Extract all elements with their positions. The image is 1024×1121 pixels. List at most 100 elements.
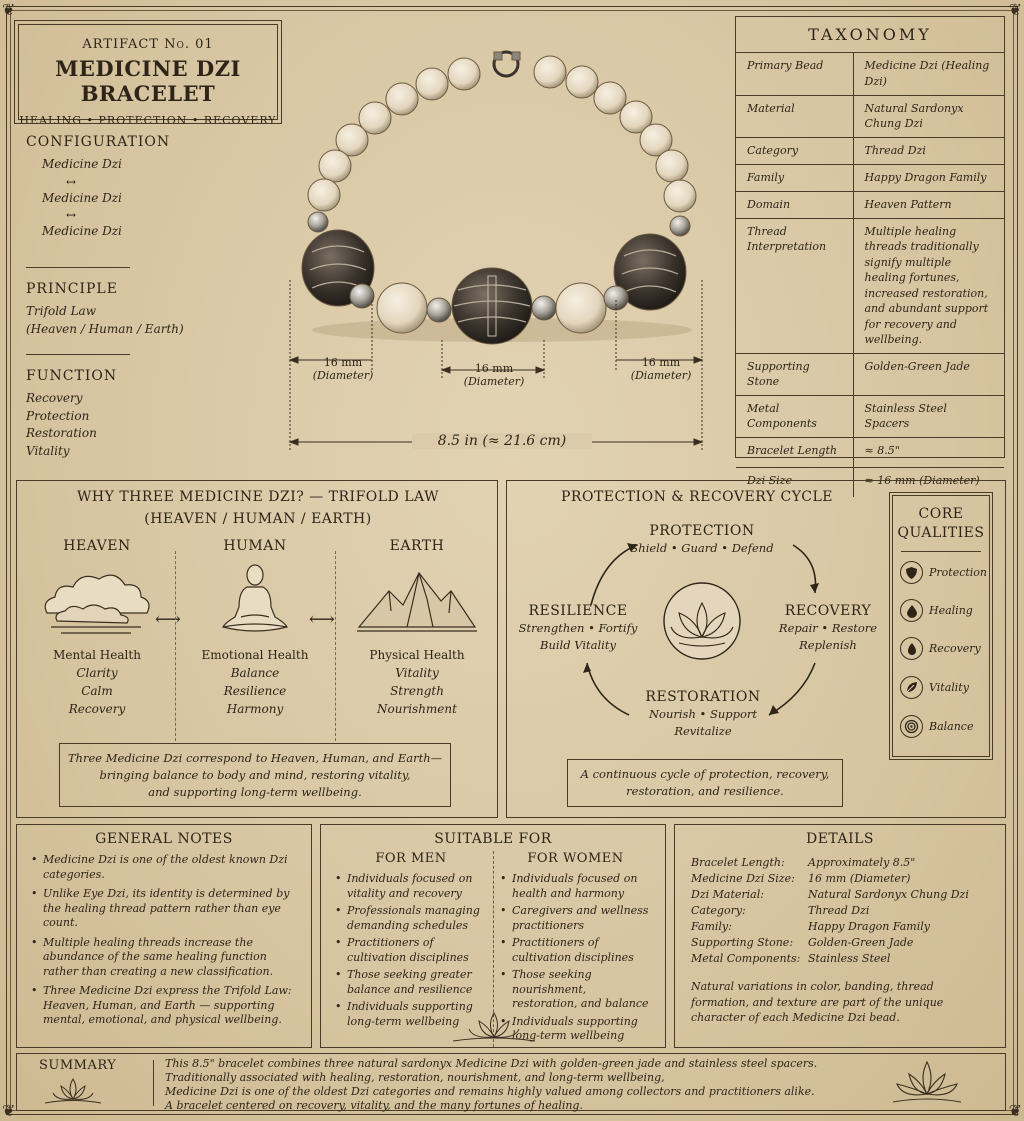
detail-value: Thread Dzi [808, 904, 870, 917]
column-heading: EARTH [389, 538, 445, 554]
node-line: Nourish • Support [648, 707, 758, 721]
list-item: Individuals supporting long-term wellbei… [500, 1015, 651, 1044]
principle-section: PRINCIPLE Trifold Law (Heaven / Human / … [26, 281, 184, 338]
tagline: HEALING • PROTECTION • RECOVERY [19, 114, 277, 127]
principle-line: Trifold Law [26, 304, 96, 318]
tax-value: Heaven Pattern [853, 191, 1004, 219]
summary-line: A bracelet centered on recovery, vitalit… [165, 1099, 583, 1112]
tax-value: Thread Dzi [853, 137, 1004, 165]
column-item: Nourishment [377, 702, 457, 716]
cycle-panel: PROTECTION & RECOVERY CYCLE PROTECTION S… [506, 480, 1006, 818]
quality-label: Recovery [929, 642, 981, 655]
dimension-value: 16 mm [323, 356, 363, 369]
tax-value: Natural Sardonyx Chung Dzi [853, 95, 1004, 138]
quality-vitality: Vitality [900, 676, 969, 699]
cycle-recovery: RECOVERY Repair • Restore Replenish [763, 603, 893, 654]
corner-ornament-icon: ❦ [1008, 1101, 1022, 1120]
core-heading-line: QUALITIES [897, 525, 985, 541]
details-table: Bracelet Length:Approximately 8.5" Medic… [691, 855, 969, 967]
column-item: Calm [81, 684, 113, 698]
page-title: MEDICINE DZI BRACELET [55, 56, 241, 106]
column-item: Clarity [76, 666, 118, 680]
list-item: Caregivers and wellness practitioners [500, 904, 651, 933]
cycle-protection: PROTECTION Shield • Guard • Defend [617, 523, 787, 557]
column-subheading: Mental Health [53, 648, 141, 662]
lotus-icon [892, 1060, 962, 1103]
tax-value: Happy Dragon Family [853, 164, 1004, 192]
cycle-note: A continuous cycle of protection, recove… [567, 759, 843, 807]
suitable-for-panel: SUITABLE FOR FOR MEN Individuals focused… [320, 824, 666, 1048]
detail-key: Medicine Dzi Size: [691, 872, 795, 885]
earth-column: EARTH Physical Health Vitality Strength … [347, 537, 487, 718]
column-divider [335, 551, 336, 741]
list-item: Medicine Dzi is one of the oldest known … [29, 853, 301, 882]
bracelet-drawing [288, 50, 704, 450]
note-line: A continuous cycle of protection, recove… [580, 767, 830, 781]
mountain-icon [357, 571, 477, 632]
corner-ornament-icon: ❦ [1008, 0, 1022, 19]
quality-label: Protection [929, 566, 988, 579]
women-column: FOR WOMEN Individuals focused on health … [493, 851, 657, 1047]
trifold-subtitle: (HEAVEN / HUMAN / EARTH) [144, 511, 372, 527]
human-column: HUMAN Emotional Health Balance Resilienc… [189, 537, 321, 718]
column-heading: HEAVEN [63, 538, 131, 554]
tax-key: Metal Components [736, 395, 854, 438]
core-qualities: CORE QUALITIES Protection Healing Recove… [889, 492, 993, 760]
column-item: Vitality [395, 666, 439, 680]
node-line: Repair • Restore [778, 621, 878, 635]
detail-value: Approximately 8.5" [808, 856, 916, 869]
lotus-icon [44, 1078, 102, 1104]
detail-key: Category: [691, 904, 746, 917]
dimension-center: 16 mm (Diameter) [450, 362, 538, 388]
detail-value: Natural Sardonyx Chung Dzi [808, 888, 969, 901]
page-frame [6, 6, 1018, 1115]
summary-text: This 8.5" bracelet combines three natura… [165, 1057, 855, 1113]
quality-label: Balance [929, 720, 974, 733]
node-heading: RESTORATION [645, 689, 761, 705]
node-line: Revitalize [674, 724, 732, 738]
list-item: Multiple healing threads increase the ab… [29, 936, 301, 980]
dimension-note: (Diameter) [463, 375, 525, 388]
config-item: Medicine Dzi [42, 224, 122, 238]
tax-value: Multiple healing threads traditionally s… [853, 218, 1004, 354]
node-line: Shield • Guard • Defend [630, 541, 774, 555]
title-block: ARTIFACT No. 01 MEDICINE DZI BRACELET HE… [14, 20, 282, 127]
bracelet-length: 8.5 in (≈ 21.6 cm) [412, 433, 592, 449]
column-divider [175, 551, 176, 741]
table-row: Bracelet Length:Approximately 8.5" [691, 855, 969, 871]
node-heading: RESILIENCE [528, 603, 628, 619]
corner-ornament-icon: ❦ [2, 1101, 16, 1120]
column-item: Recovery [68, 702, 126, 716]
column-item: Resilience [223, 684, 287, 698]
tax-key: Material [736, 95, 854, 138]
trifold-note: Three Medicine Dzi correspond to Heaven,… [59, 743, 451, 807]
tax-key: Category [736, 137, 854, 165]
column-item: Balance [230, 666, 280, 680]
dimension-value: 16 mm [641, 356, 681, 369]
bracelet-illustration: 16 mm (Diameter) 16 mm (Diameter) 16 mm … [282, 40, 722, 460]
list-item: Individuals focused on vitality and reco… [335, 872, 487, 901]
detail-key: Family: [691, 920, 732, 933]
list-item: Those seeking nourishment, restoration, … [500, 968, 651, 1012]
details-footnote: Natural variations in color, banding, th… [691, 980, 944, 1024]
general-notes-heading: GENERAL NOTES [95, 831, 233, 847]
summary-panel: SUMMARY This 8.5" bracelet combines thre… [16, 1053, 1006, 1113]
men-heading: FOR MEN [375, 851, 447, 866]
detail-value: Stainless Steel [808, 952, 891, 965]
column-subheading: Physical Health [369, 648, 465, 662]
tax-key: Supporting Stone [736, 353, 854, 396]
dimension-left: 16 mm (Diameter) [300, 356, 386, 382]
configuration-section: CONFIGURATION Medicine Dzi ↔ Medicine Dz… [26, 134, 170, 241]
cycle-resilience: RESILIENCE Strengthen • Fortify Build Vi… [513, 603, 643, 654]
tax-key: Thread Interpretation [736, 218, 854, 354]
function-item: Recovery [26, 391, 83, 405]
note-line: Three Medicine Dzi correspond to Heaven,… [67, 751, 443, 765]
principle-heading: PRINCIPLE [26, 281, 118, 297]
tax-value: Stainless Steel Spacers [853, 395, 1004, 438]
tax-value: ≈ 8.5" [853, 437, 1004, 468]
summary-line: This 8.5" bracelet combines three natura… [165, 1057, 818, 1070]
